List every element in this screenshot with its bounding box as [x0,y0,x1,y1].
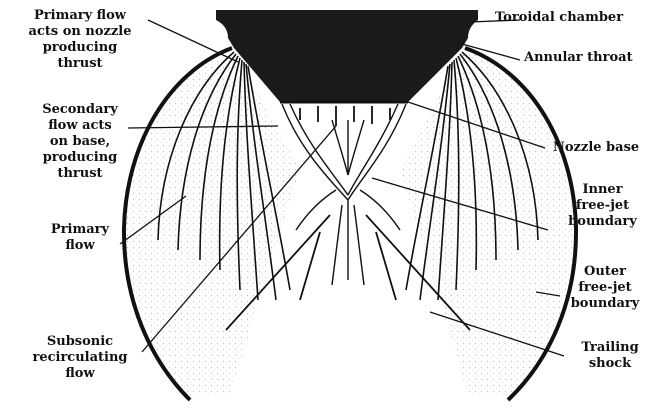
nozzle-body [234,48,462,102]
central-y [332,120,364,175]
label-trailing-shock: Trailing shock [565,340,655,372]
label-primary-flow: Primary flow [40,222,120,254]
label-nozzle-base: Nozzle base [553,140,658,156]
label-outer-boundary: Outer free-jet boundary [550,264,660,312]
label-inner-boundary: Inner free-jet boundary [545,182,660,230]
toroidal-chamber [216,10,478,48]
inner-boundaries [282,104,406,285]
label-secondary-on-base: Secondary flow acts on base, producing t… [30,102,130,182]
label-subsonic: Subsonic recirculating flow [20,334,140,382]
label-primary-on-nozzle: Primary flow acts on nozzle producing th… [10,8,150,72]
base-ticks [300,106,390,126]
label-toroidal-chamber: Toroidal chamber [495,10,655,26]
label-annular-throat: Annular throat [524,50,654,66]
